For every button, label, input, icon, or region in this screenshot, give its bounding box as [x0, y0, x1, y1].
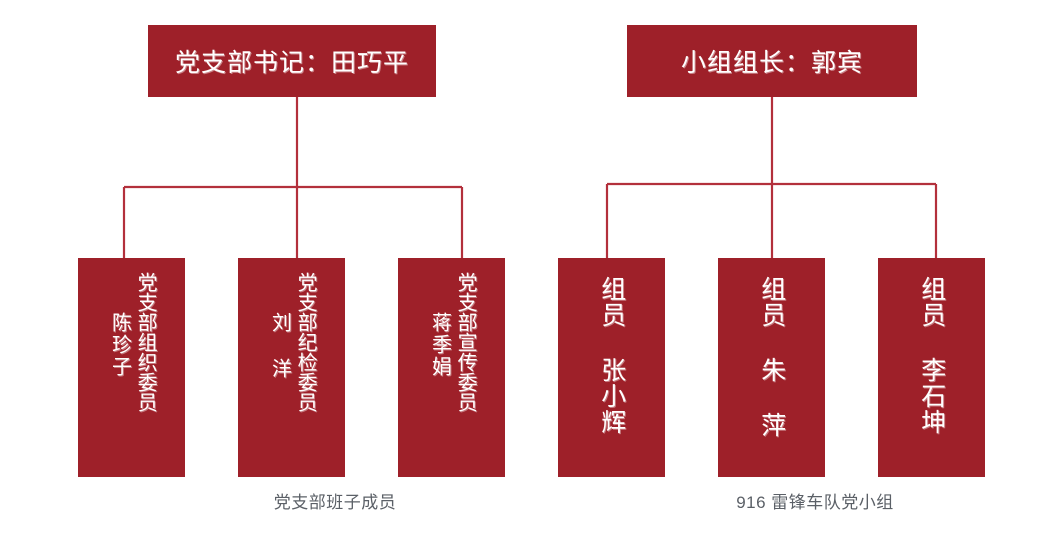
member-title: 党支部宣传委员 [454, 272, 477, 412]
group-header-lei-feng-team[interactable]: 小组组长：郭宾 [627, 25, 917, 97]
member-text-stack: 党支部宣传委员 蒋季娟 [398, 258, 505, 477]
group-header-label: 小组组长：郭宾 [680, 49, 863, 77]
member-box-zhu-ping[interactable]: 组员 朱 萍 [718, 258, 825, 477]
member-title: 党支部纪检委员 [294, 272, 317, 412]
member-text-stack: 党支部组织委员 陈珍子 [78, 258, 185, 477]
member-name: 蒋季娟 [428, 312, 451, 378]
member-box-organization-officer[interactable]: 党支部组织委员 陈珍子 [78, 258, 185, 477]
member-text-stack: 党支部纪检委员 刘 洋 [238, 258, 345, 477]
member-box-zhang-xiaohui[interactable]: 组员 张小辉 [558, 258, 665, 477]
group-header-party-branch[interactable]: 党支部书记：田巧平 [148, 25, 436, 97]
member-box-li-shikun[interactable]: 组员 李石坤 [878, 258, 985, 477]
member-text-stack: 组员 张小辉 [558, 258, 665, 477]
group-caption-party-branch: 党支部班子成员 [273, 493, 397, 512]
member-title: 组员 张小辉 [597, 276, 626, 435]
member-title: 组员 朱 萍 [757, 276, 786, 438]
group-header-label: 党支部书记：田巧平 [174, 49, 409, 77]
member-name: 刘 洋 [268, 312, 291, 380]
member-box-publicity-officer[interactable]: 党支部宣传委员 蒋季娟 [398, 258, 505, 477]
member-title: 组员 李石坤 [917, 276, 946, 435]
member-box-discipline-officer[interactable]: 党支部纪检委员 刘 洋 [238, 258, 345, 477]
member-name: 陈珍子 [108, 312, 131, 378]
member-title: 党支部组织委员 [134, 272, 157, 412]
member-text-stack: 组员 李石坤 [878, 258, 985, 477]
group-caption-lei-feng-team: 916 雷锋车队党小组 [736, 493, 894, 512]
member-text-stack: 组员 朱 萍 [718, 258, 825, 477]
